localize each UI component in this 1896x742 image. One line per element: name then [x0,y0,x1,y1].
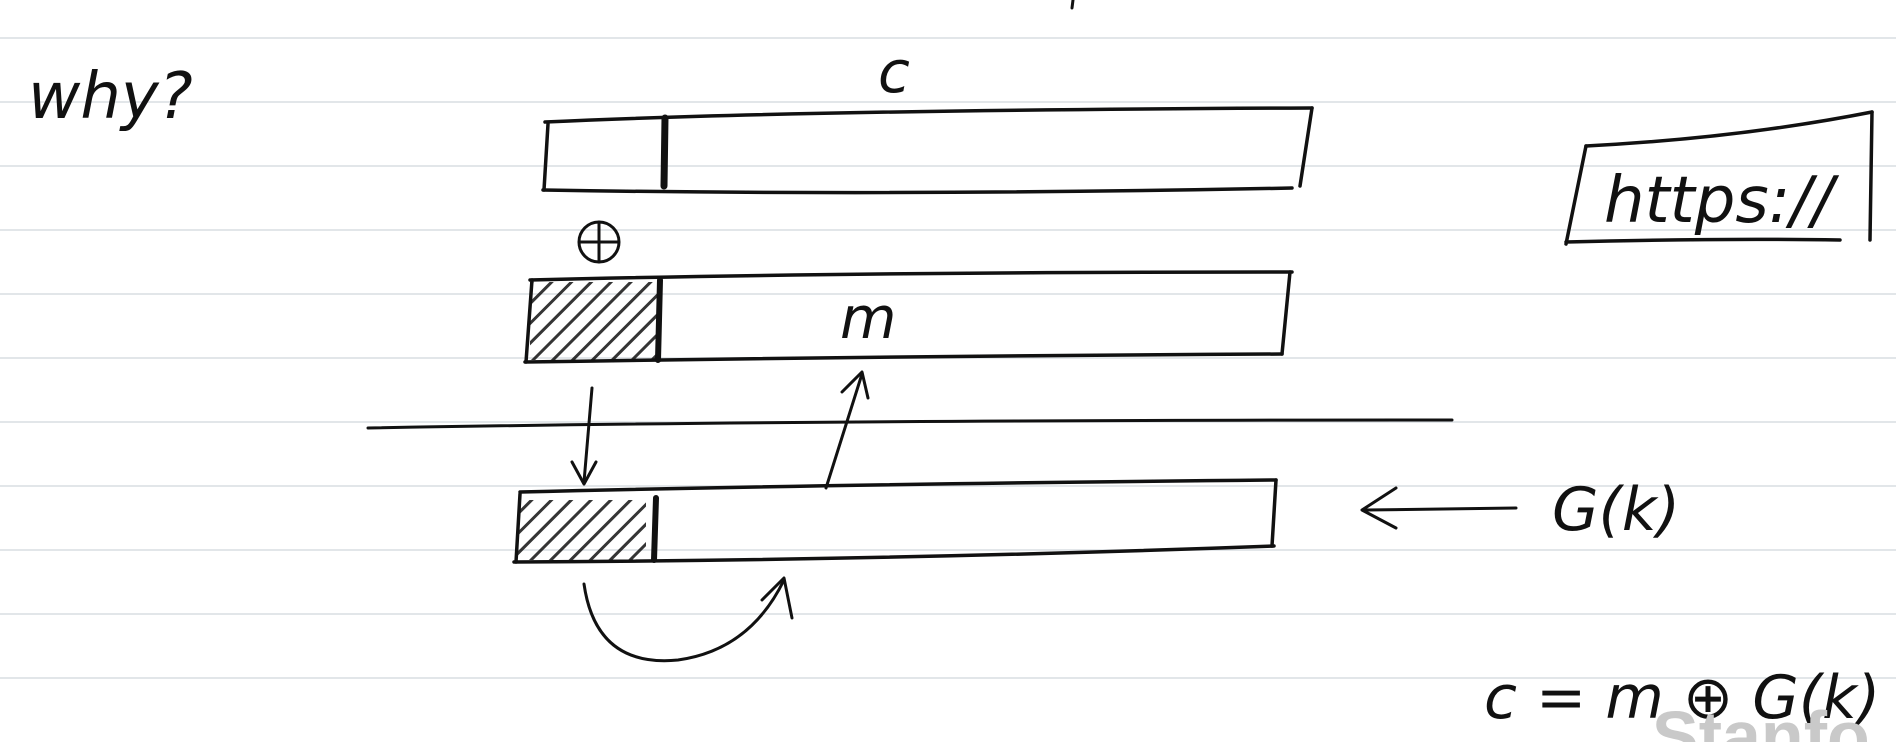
ciphertext-bar [541,106,1314,195]
top-tick-mark [1070,0,1075,10]
message-bar-divider [655,277,663,363]
message-prefix-hatch [530,282,658,360]
down-arrow [570,386,598,486]
ciphertext-label: c [878,38,910,106]
keystream-bar [512,478,1278,564]
xor-symbol [577,220,621,264]
equation-text: c = m ⊕ G(k) [1484,663,1880,733]
keystream-prefix-hatch [518,500,646,560]
left-arrow [1360,486,1518,530]
message-bar [523,270,1294,364]
question-text: why? [28,60,193,134]
up-arrow [824,370,870,490]
ciphertext-bar-divider [660,114,669,190]
watermark-text: Stanfo [1652,697,1870,742]
https-label: https:// [1604,164,1840,238]
keystream-bar-divider [651,495,659,563]
curved-arrow [582,576,794,663]
message-label: m [840,284,897,352]
separator-line [366,418,1454,430]
generator-label: G(k) [1552,475,1680,545]
https-box [1564,110,1874,246]
